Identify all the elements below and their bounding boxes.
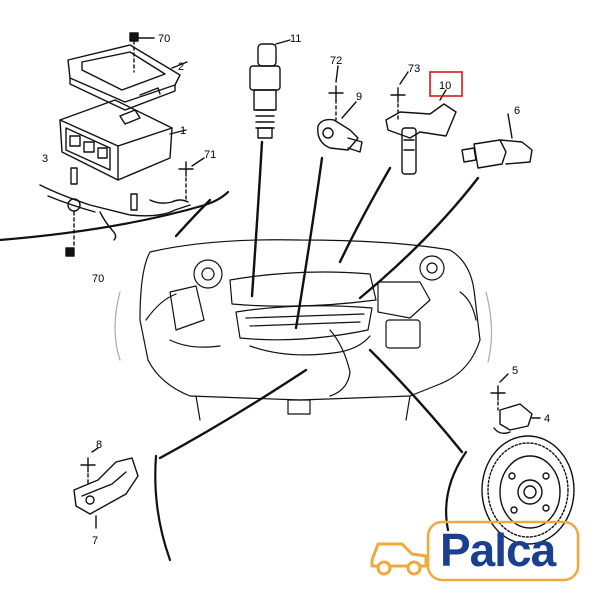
engine-bay	[114, 239, 493, 421]
callout-6: 6	[514, 105, 520, 117]
vehicle-speed-sensor	[73, 457, 139, 529]
callout-4: 4	[544, 413, 550, 425]
ecu-harness-bracket	[39, 167, 191, 257]
callout-11: 11	[290, 33, 301, 45]
highlight-box	[429, 71, 463, 97]
callout-1: 1	[180, 125, 186, 137]
screw-71	[178, 157, 205, 201]
screw-5	[490, 373, 509, 411]
callout-70-top: 70	[158, 33, 170, 45]
callout-9: 9	[356, 91, 362, 103]
screw-72	[328, 65, 344, 121]
callout-71: 71	[204, 149, 216, 161]
callout-70-bottom: 70	[92, 273, 104, 285]
flywheel	[481, 435, 575, 545]
car-icon	[370, 542, 428, 576]
callout-5: 5	[512, 365, 518, 377]
brand-name: Palca	[440, 524, 556, 576]
oil-control-solenoid	[249, 39, 291, 139]
callout-labels: 70 2 1 3 71 70 11 72 9 73 10 6 5 4 8 7	[42, 33, 550, 547]
ecu-bracket	[67, 44, 188, 111]
camshaft-position-sensor	[385, 89, 457, 175]
crankshaft-sensor	[493, 403, 541, 435]
palca-logo	[370, 520, 580, 582]
knock-sensor	[317, 101, 363, 153]
screw-73	[390, 71, 409, 121]
coolant-temperature-sensor	[461, 113, 533, 169]
callout-10: 10	[439, 80, 451, 92]
ecu-module	[59, 99, 187, 181]
screw-8	[80, 447, 99, 487]
fastener-70-top	[129, 32, 155, 73]
callout-72: 72	[330, 55, 342, 67]
callout-8: 8	[96, 439, 102, 451]
callout-7: 7	[92, 535, 98, 547]
callout-2: 2	[178, 61, 184, 73]
callout-73: 73	[408, 63, 420, 75]
callout-3: 3	[42, 153, 48, 165]
